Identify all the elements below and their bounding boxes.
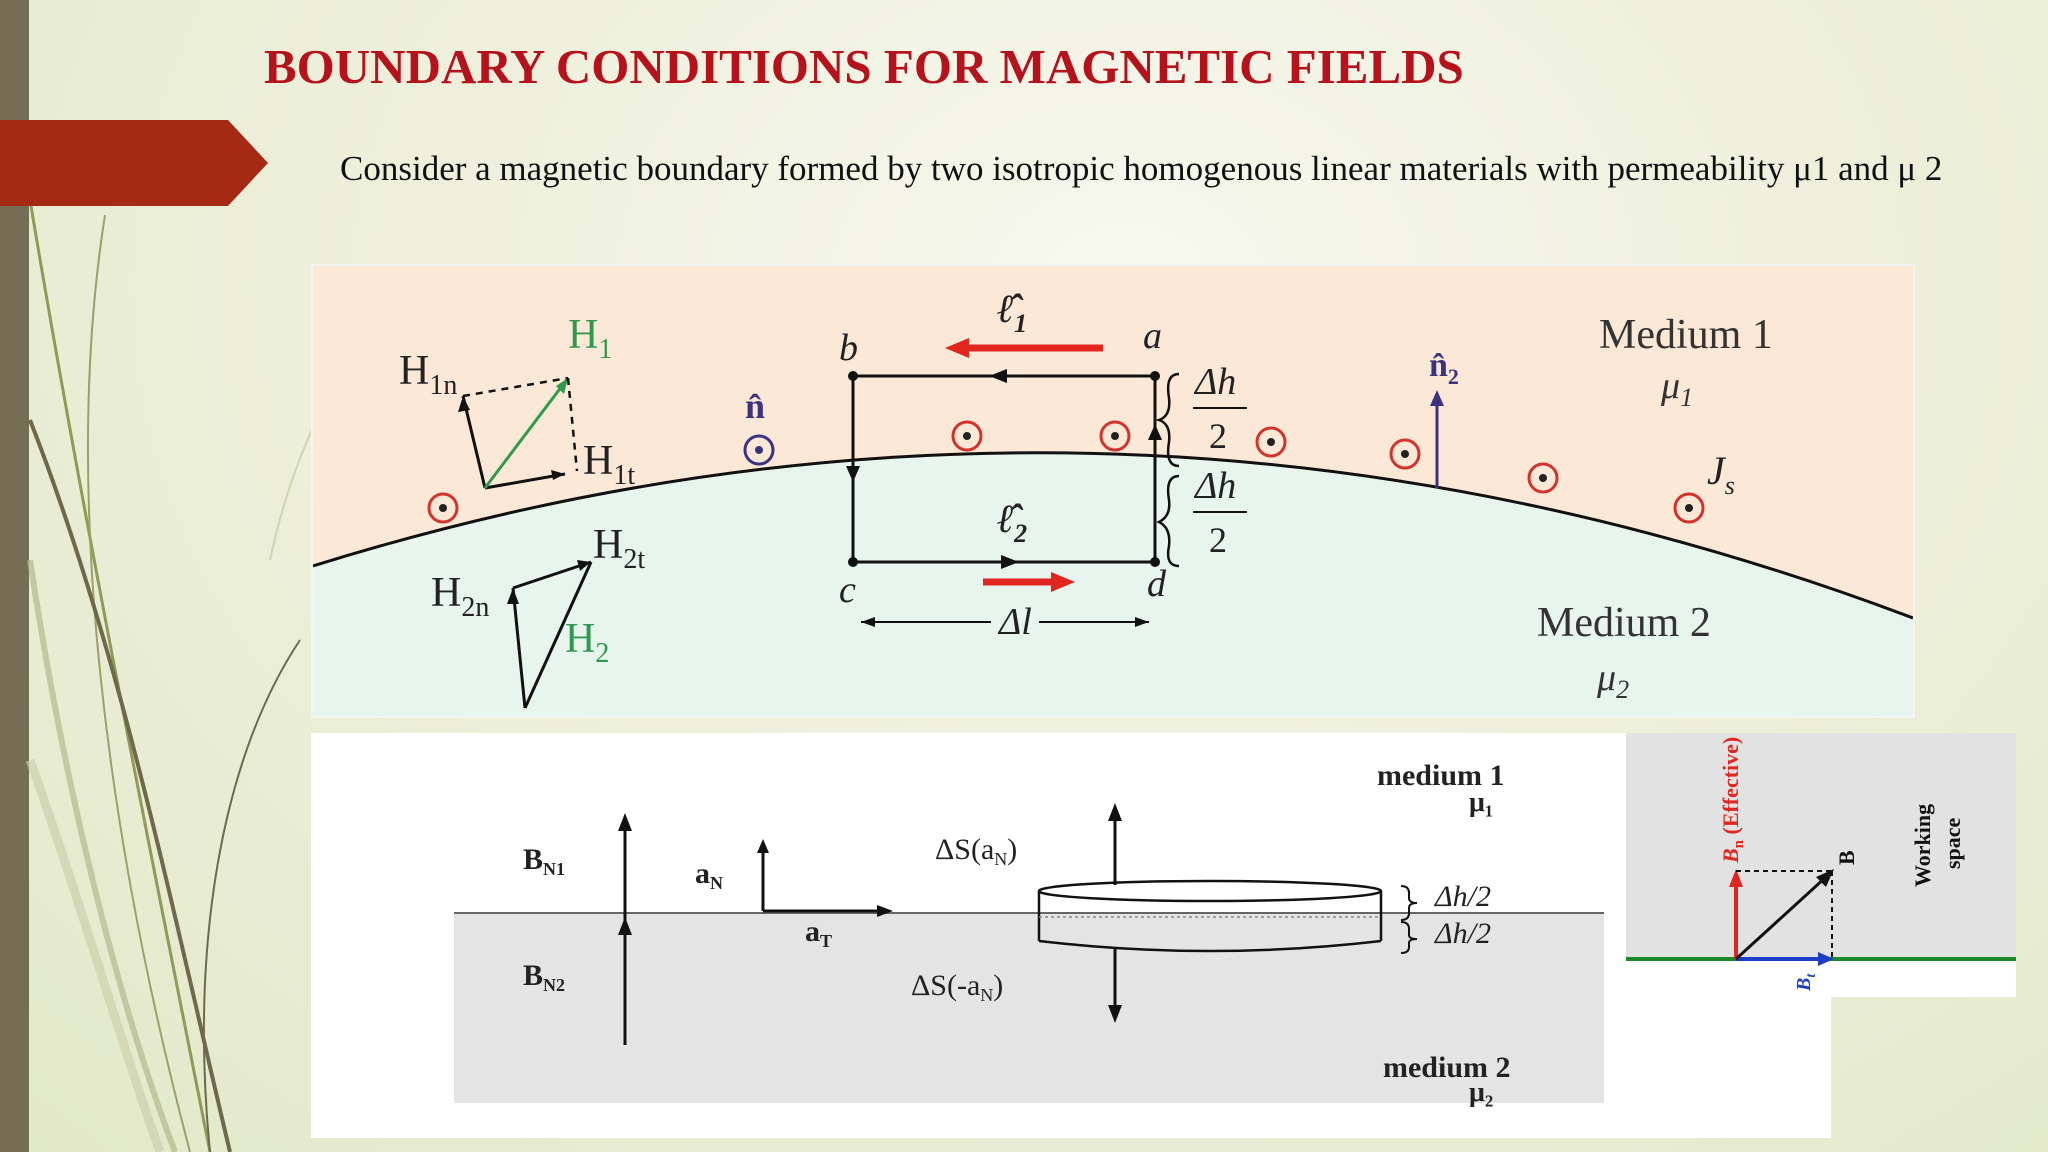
pillbox-bottom (1038, 939, 1382, 953)
mu2-label: μ2 (1596, 657, 1629, 704)
bn1-label: BN1 (523, 843, 565, 879)
h1-label: H1 (568, 312, 612, 365)
space-label: space (1940, 817, 1965, 869)
dh2-bottom-label: Δh/2 (1434, 917, 1491, 950)
body-text: Consider a magnetic boundary formed by t… (340, 149, 1943, 188)
h1t-label: H1t (583, 438, 635, 491)
js-label: Js (1707, 448, 1735, 500)
delta-h-bottom-denominator: 2 (1209, 520, 1227, 560)
working-label: Working (1910, 804, 1935, 887)
at-label: aT (805, 915, 832, 951)
body-paragraph: Consider a magnetic boundary formed by t… (264, 146, 1994, 192)
an-label: aN (695, 857, 723, 893)
n-hat-circle (743, 434, 775, 466)
h2-vector-group (507, 560, 593, 709)
corner-a: a (1143, 315, 1162, 357)
medium1-label: medium 1 (1377, 759, 1505, 792)
h2t-label: H2t (593, 522, 645, 575)
ds-up-label: ΔS(aN) (935, 833, 1017, 869)
medium1-label: Medium 1 (1599, 312, 1773, 358)
corner-b: b (839, 327, 858, 369)
brace-top (1400, 885, 1418, 921)
delta-h-top-denominator: 2 (1209, 416, 1227, 456)
slide-title: BOUNDARY CONDITIONS FOR MAGNETIC FIELDS (264, 39, 1464, 94)
figure-tangential-boundary: H1n H1 H1t H2t H2n H2 n̂ b a c d ℓ̂1 ℓ̂2 (311, 264, 1915, 718)
mu2-label: μ₂ (1469, 1077, 1493, 1108)
l1-label: ℓ̂1 (997, 286, 1027, 338)
brace-top (1155, 372, 1180, 468)
figure-normal-boundary: BN1 BN2 aN aT ΔS(aN) ΔS(-aN) Δh/2 Δh/2 m… (311, 733, 1831, 1138)
corner-c: c (839, 569, 856, 611)
ds-down-label: ΔS(-aN) (911, 969, 1003, 1005)
brace-bottom (1156, 474, 1180, 568)
brace-bottom (1400, 921, 1418, 954)
delta-h-bottom: Δh (1193, 465, 1236, 507)
current-dot-centers (439, 432, 1693, 512)
current-dot (427, 420, 1705, 524)
bn-effective-label: Bn (Effective) (1718, 737, 1747, 864)
title-arrow-banner (0, 120, 268, 206)
h2n-label: H2n (431, 570, 489, 623)
decorative-curves (25, 199, 420, 1152)
h2-label: H2 (565, 616, 609, 669)
pillbox-top (1037, 879, 1383, 903)
mu1-label: μ₁ (1469, 787, 1493, 818)
h1-vector-group (458, 376, 579, 490)
h1n-label: H1n (399, 348, 457, 401)
medium2-region (454, 913, 1604, 1103)
dh2-top-label: Δh/2 (1434, 880, 1491, 913)
mu1-label: μ1 (1660, 365, 1693, 412)
l2-label: ℓ̂2 (997, 496, 1027, 548)
bt-label: Bt (1793, 973, 1819, 992)
boundary-curve (313, 451, 1913, 620)
corner-d: d (1147, 563, 1167, 605)
b-label: B (1834, 850, 1859, 865)
b-vector (1734, 875, 1828, 961)
n2-hat-label: n̂2 (1429, 347, 1459, 389)
medium2-label: Medium 2 (1537, 600, 1711, 646)
n-hat-label: n̂ (745, 386, 765, 426)
medium2-region (313, 452, 1913, 716)
delta-h-top: Δh (1193, 361, 1236, 403)
delta-l-label: Δl (997, 601, 1032, 643)
medium2-label: medium 2 (1383, 1051, 1511, 1084)
bn2-label: BN2 (523, 959, 565, 995)
figure-working-space: Bn (Effective) B Bt Working space (1626, 733, 2016, 997)
